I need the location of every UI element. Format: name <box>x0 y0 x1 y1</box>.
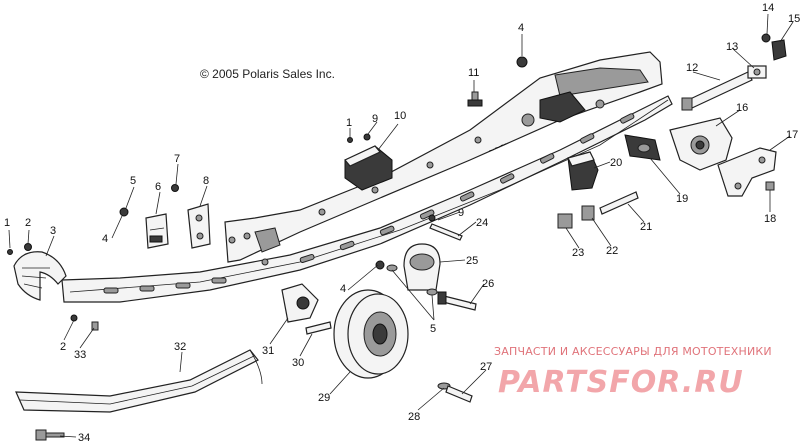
callout-4-top: 4 <box>518 22 524 34</box>
callout-25: 25 <box>466 255 478 267</box>
callout-28: 28 <box>408 411 420 423</box>
shaft-12 <box>681 71 753 111</box>
bolt-1b <box>347 137 353 143</box>
callout-4: 4 <box>102 233 108 245</box>
callout-27: 27 <box>480 361 492 373</box>
block-15 <box>771 39 787 61</box>
nut-4-top <box>516 56 528 68</box>
callout-18: 18 <box>764 213 776 225</box>
callout-1: 1 <box>4 217 10 229</box>
callout-20: 20 <box>610 157 622 169</box>
bolt-1 <box>7 249 13 255</box>
copyright-text: © 2005 Polaris Sales Inc. <box>200 67 335 81</box>
nut-9 <box>363 133 371 141</box>
washer-5 <box>386 264 398 272</box>
bolt-34 <box>35 429 65 441</box>
callout-30: 30 <box>292 357 304 369</box>
nut-2b <box>70 314 78 322</box>
nut-4 <box>375 260 385 270</box>
bolt-21 <box>599 191 639 215</box>
callout-11: 11 <box>468 67 479 79</box>
callout-7: 7 <box>174 153 180 165</box>
slider-block-6 <box>145 213 169 249</box>
callout-9: 9 <box>372 113 378 125</box>
wear-strip-32 <box>15 349 263 413</box>
bolt-28 <box>445 385 473 403</box>
idler-wheel-29 <box>333 289 409 379</box>
callout-22: 22 <box>606 245 618 257</box>
callout-6: 6 <box>155 181 161 193</box>
watermark: ЗАПЧАСТИ И АКСЕССУАРЫ ДЛЯ МОТОТЕХНИКИ PA… <box>494 345 772 400</box>
watermark-logo: PARTSFOR.RU <box>498 365 744 400</box>
front-tip <box>13 251 67 301</box>
nut-9b <box>428 214 436 222</box>
adjuster-13 <box>747 65 767 79</box>
callout-23: 23 <box>572 247 584 259</box>
bolt-33 <box>91 321 99 331</box>
rail-assembly: ~~~ <box>61 51 673 303</box>
callout-5b: 5 <box>430 323 436 335</box>
bracket-17 <box>717 147 777 197</box>
callout-24: 24 <box>476 217 488 229</box>
callout-2: 2 <box>25 217 31 229</box>
callout-16: 16 <box>736 102 748 114</box>
callout-2b: 2 <box>60 341 66 353</box>
nut-7 <box>171 184 179 192</box>
washer-5b <box>426 288 438 296</box>
nut-2 <box>24 243 32 251</box>
nut-14 <box>761 33 771 43</box>
callout-31: 31 <box>262 345 274 357</box>
block-10 <box>344 145 393 191</box>
callout-12: 12 <box>686 62 698 74</box>
callout-10: 10 <box>394 110 406 122</box>
spacer-23 <box>557 213 573 229</box>
callout-14: 14 <box>762 2 774 14</box>
callout-19: 19 <box>676 193 688 205</box>
callout-34: 34 <box>78 432 90 443</box>
callout-4b: 4 <box>340 283 346 295</box>
callout-labels: 1 2 3 4 5 6 7 8 1 9 10 11 4 12 13 14 15 … <box>4 2 800 443</box>
block-31 <box>281 283 319 323</box>
bolt-30 <box>305 321 332 335</box>
block-20 <box>567 151 599 191</box>
callout-9b: 9 <box>458 207 464 219</box>
bolt-11 <box>467 91 483 107</box>
nut-5 <box>119 207 129 217</box>
callout-33: 33 <box>74 349 86 361</box>
callout-5: 5 <box>130 175 136 187</box>
callout-15: 15 <box>788 13 800 25</box>
plate-19 <box>624 134 661 161</box>
rail-slots <box>103 113 635 294</box>
callout-1b: 1 <box>346 117 352 129</box>
callout-26: 26 <box>482 278 494 290</box>
bolt-24 <box>429 223 463 241</box>
watermark-caption: ЗАПЧАСТИ И АКСЕССУАРЫ ДЛЯ МОТОТЕХНИКИ <box>494 345 772 358</box>
callout-21: 21 <box>640 221 652 233</box>
bracket-8 <box>187 203 211 249</box>
callout-13: 13 <box>726 41 738 53</box>
callout-8: 8 <box>203 175 209 187</box>
bolt-18 <box>765 181 775 191</box>
callout-29: 29 <box>318 392 330 404</box>
spacer-22 <box>581 205 595 221</box>
clamp-25 <box>403 243 441 291</box>
callout-32: 32 <box>174 341 186 353</box>
callout-17: 17 <box>786 129 798 141</box>
housing-16 <box>669 117 733 171</box>
callout-3: 3 <box>50 225 56 237</box>
leader-lines <box>8 13 794 438</box>
